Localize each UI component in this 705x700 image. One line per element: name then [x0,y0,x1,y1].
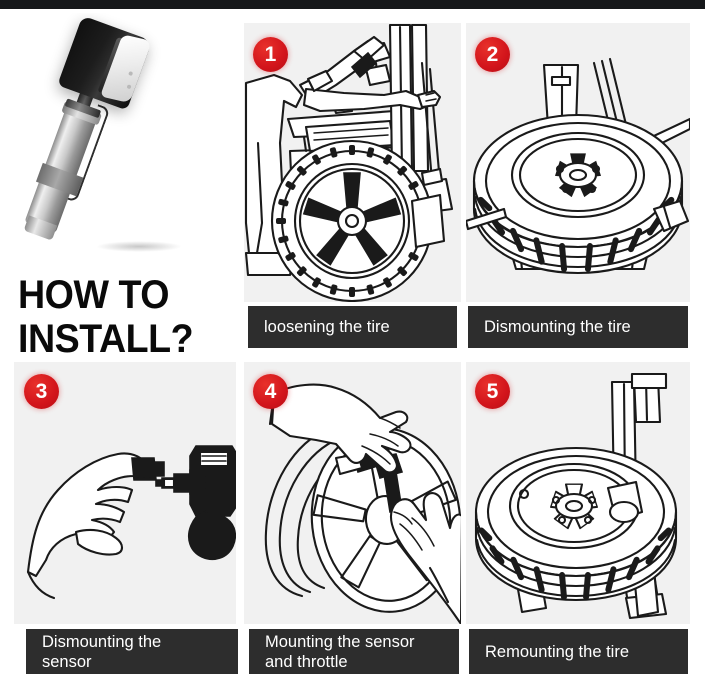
step-caption-3: Dismounting the sensor [26,629,238,674]
caption-text-wrapper: Dismounting the sensor [42,632,161,672]
caption-line-1: Dismounting the [42,632,162,651]
step-badge-2: 2 [475,37,510,72]
caption-line-1: Mounting the sensor [265,632,415,651]
step-badge-4: 4 [253,374,288,409]
tpms-sensor-product-image [0,13,193,263]
hero-section: HOW TO INSTALL? [0,9,240,361]
step-number: 3 [35,379,48,403]
step-3-illustration [26,445,236,600]
sensor-body [57,15,153,111]
step-number: 5 [486,379,499,403]
step-panel-4: 4 [244,362,461,624]
page-title-line-1: HOW TO [18,273,170,317]
step-badge-1: 1 [253,37,288,72]
caption-text: loosening the tire [264,318,390,336]
caption-text: Remounting the tire [485,642,629,661]
step-number: 1 [264,42,277,66]
step-caption-4: Mounting the sensor and throttle [249,629,459,674]
step-panel-5: 5 [466,362,690,624]
step-caption-5: Remounting the tire [469,629,688,674]
step-caption-1: loosening the tire [248,306,457,348]
page-title-line-2: INSTALL? [18,317,194,361]
step-panel-2: 2 [466,23,690,302]
step-badge-5: 5 [475,374,510,409]
step-2-illustration [466,57,690,275]
step-badge-3: 3 [24,374,59,409]
caption-line-2: and throttle [265,652,348,671]
caption-text-wrapper: Mounting the sensor and throttle [265,632,415,672]
product-shadow [96,241,182,252]
step-number: 4 [264,379,277,403]
page-title: HOW TO INSTALL? [18,273,227,361]
step-1-illustration [244,23,454,302]
step-panel-1: 1 [244,23,461,302]
caption-text: Dismounting the tire [484,318,631,336]
step-caption-2: Dismounting the tire [468,306,688,348]
step-5-illustration [474,372,678,620]
caption-line-2: sensor [42,652,92,671]
step-panel-3: 3 [14,362,236,624]
step-4-illustration [264,383,461,624]
top-black-bar [0,0,705,9]
step-number: 2 [486,42,499,66]
product-photo-stage [0,13,240,263]
